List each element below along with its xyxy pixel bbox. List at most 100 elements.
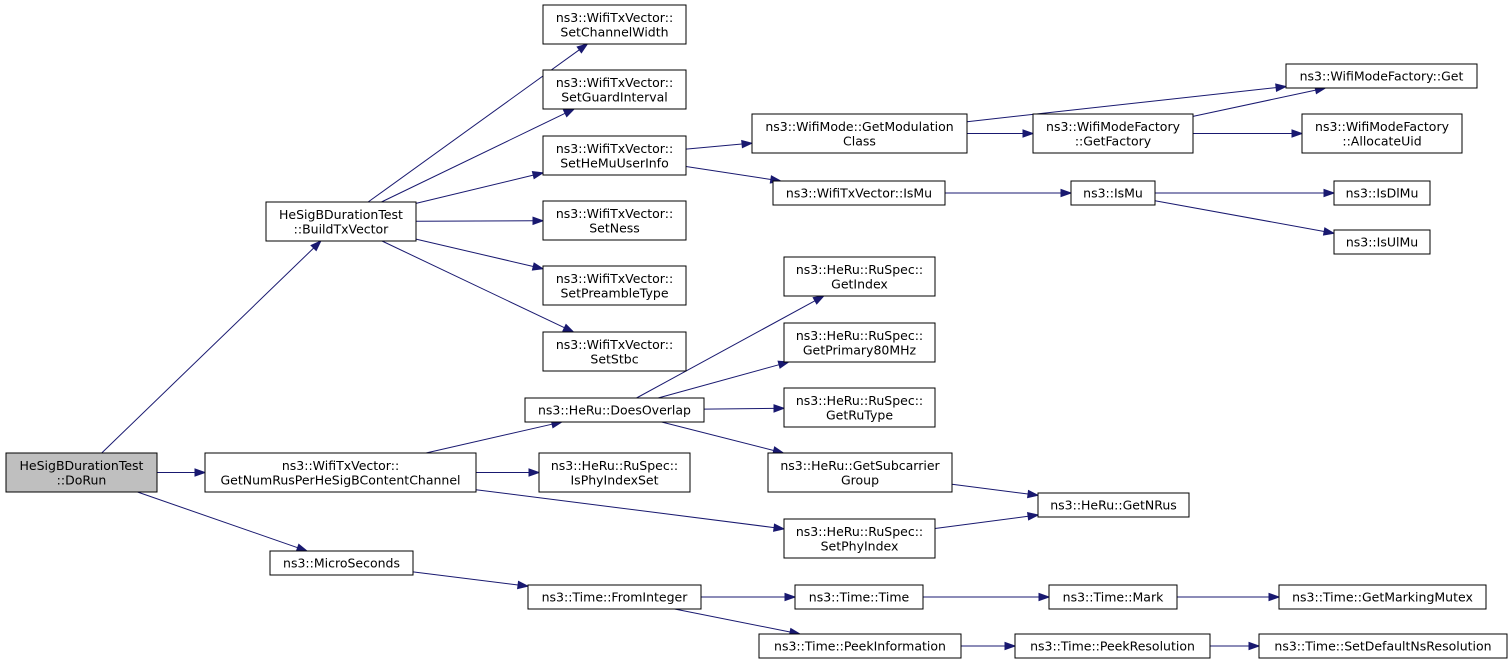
call-edge-ismu-to-isulmu (1154, 200, 1336, 236)
node-label-line: ns3::HeRu::RuSpec:: (796, 262, 923, 277)
call-edge-getfactory-to-factoryget (1192, 86, 1327, 117)
node-box (783, 387, 936, 428)
node-allocateuid[interactable]: ns3::WifiModeFactory::AllocateUid (1301, 113, 1463, 154)
node-box (542, 135, 687, 176)
node-label-line: ns3::WifiTxVector:: (556, 206, 673, 221)
node-getfactory[interactable]: ns3::WifiModeFactory::GetFactory (1032, 113, 1194, 154)
node-label-line: ns3::WifiTxVector:: (282, 458, 399, 473)
node-getindex[interactable]: ns3::HeRu::RuSpec::GetIndex (783, 256, 936, 297)
node-box (1070, 180, 1156, 206)
node-box (783, 518, 936, 559)
call-edge-buildtx-to-setness (415, 216, 545, 226)
node-label-line: ns3::HeRu::RuSpec:: (796, 328, 923, 343)
call-nodes: HeSigBDurationTest::DoRun HeSigBDurationT… (5, 4, 1508, 659)
node-box (1014, 633, 1211, 659)
node-label-line: ns3::WifiMode::GetModulation (765, 119, 953, 134)
node-label-line: SetNess (589, 220, 640, 235)
node-getnumrus[interactable]: ns3::WifiTxVector::GetNumRusPerHeSigBCon… (204, 452, 477, 493)
node-box (527, 584, 702, 610)
call-edge-ismu_vec-to-ismu (945, 188, 1073, 198)
node-label-line: HeSigBDurationTest (20, 458, 144, 473)
node-label-line: ns3::Time::Mark (1063, 590, 1164, 605)
call-edge-getfactory-to-allocateuid (1192, 129, 1304, 138)
node-timetime[interactable]: ns3::Time::Time (794, 584, 924, 610)
call-edge-doesoverlap-to-getprimary80 (657, 360, 791, 399)
call-edge-buildtx-to-setguardinterval (381, 108, 576, 203)
node-label-line: ns3::WifiTxVector::IsMu (786, 186, 932, 201)
node-ismu_vec[interactable]: ns3::WifiTxVector::IsMu (772, 180, 946, 206)
node-microseconds[interactable]: ns3::MicroSeconds (269, 550, 414, 576)
node-setphyindex[interactable]: ns3::HeRu::RuSpec::SetPhyIndex (783, 518, 936, 559)
node-mark[interactable]: ns3::Time::Mark (1048, 584, 1178, 610)
node-ismu[interactable]: ns3::IsMu (1070, 180, 1156, 206)
node-getprimary80[interactable]: ns3::HeRu::RuSpec::GetPrimary80MHz (783, 322, 936, 363)
node-setstbc[interactable]: ns3::WifiTxVector::SetStbc (542, 331, 687, 372)
node-getrutype[interactable]: ns3::HeRu::RuSpec::GetRuType (783, 387, 936, 428)
node-label-line: ::BuildTxVector (294, 221, 390, 236)
node-getnrus[interactable]: ns3::HeRu::GetNRus (1037, 492, 1190, 518)
call-edge-buildtx-to-setpreambletype (415, 238, 545, 271)
call-edge-mark-to-getmarkingmutex (1176, 592, 1281, 602)
node-label-line: GetPrimary80MHz (803, 342, 917, 357)
call-edge-getmodulationclass-to-factoryget (966, 83, 1288, 123)
node-label-line: SetStbc (590, 351, 638, 366)
call-edge-fromintegral-to-timetime (700, 592, 797, 602)
node-doesoverlap[interactable]: ns3::HeRu::DoesOverlap (524, 397, 705, 423)
node-box (542, 200, 687, 241)
node-box (1333, 229, 1431, 255)
node-label-line: ns3::HeRu::RuSpec:: (796, 393, 923, 408)
call-edge-doesoverlap-to-getrutype (703, 404, 786, 413)
call-edge-getsubcarrier-to-getnrus (951, 483, 1040, 499)
node-setdefaultns[interactable]: ns3::Time::SetDefaultNsResolution (1258, 633, 1508, 659)
node-box (1258, 633, 1508, 659)
node-label-line: ns3::Time::Time (809, 590, 910, 605)
node-isdlmu[interactable]: ns3::IsDlMu (1333, 180, 1431, 206)
call-edges (101, 43, 1336, 651)
node-box (5, 452, 158, 493)
node-label-line: SetPhyIndex (821, 538, 899, 553)
call-edge-buildtx-to-setchannelwidth (367, 43, 589, 203)
node-label-line: ::DoRun (57, 472, 107, 487)
node-getmarkingmutex[interactable]: ns3::Time::GetMarkingMutex (1278, 584, 1487, 610)
node-factoryget[interactable]: ns3::WifiModeFactory::Get (1285, 63, 1478, 89)
node-isulmu[interactable]: ns3::IsUlMu (1333, 229, 1431, 255)
node-fromintegral[interactable]: ns3::Time::FromInteger (527, 584, 702, 610)
node-box (1333, 180, 1431, 206)
node-buildtx[interactable]: HeSigBDurationTest::BuildTxVector (265, 201, 417, 242)
node-isphyindexset[interactable]: ns3::HeRu::RuSpec::IsPhyIndexSet (538, 452, 691, 493)
call-edge-microseconds-to-fromintegral (412, 571, 530, 590)
node-label-line: ns3::WifiTxVector:: (556, 141, 673, 156)
node-box (265, 201, 417, 242)
call-edge-doesoverlap-to-getsubcarrier (661, 421, 785, 455)
node-box (794, 584, 924, 610)
node-label-line: ns3::Time::PeekInformation (774, 639, 946, 654)
node-box (542, 4, 687, 45)
node-label-line: ns3::Time::PeekResolution (1030, 639, 1195, 654)
node-label-line: ns3::HeRu::GetNRus (1050, 498, 1177, 513)
node-peekinformation[interactable]: ns3::Time::PeekInformation (758, 633, 962, 659)
call-edge-peekresolution-to-setdefaultns (1210, 641, 1261, 651)
node-box (1032, 113, 1194, 154)
call-edge-ismu-to-isdlmu (1155, 188, 1336, 198)
node-sethemuuserinfo[interactable]: ns3::WifiTxVector::SetHeMuUserInfo (542, 135, 687, 176)
node-setchannelwidth[interactable]: ns3::WifiTxVector::SetChannelWidth (542, 4, 687, 45)
node-setguardinterval[interactable]: ns3::WifiTxVector::SetGuardInterval (542, 69, 687, 110)
node-box (542, 331, 687, 372)
node-label-line: ns3::WifiModeFactory::Get (1300, 69, 1464, 84)
node-label-line: ns3::WifiModeFactory (1315, 119, 1450, 134)
node-box (783, 322, 936, 363)
node-setness[interactable]: ns3::WifiTxVector::SetNess (542, 200, 687, 241)
node-label-line: IsPhyIndexSet (571, 472, 659, 487)
node-label-line: GetRuType (826, 407, 893, 422)
node-label-line: ns3::WifiTxVector:: (556, 271, 673, 286)
call-edge-fromintegral-to-peekinformation (674, 608, 802, 637)
call-edge-setphyindex-to-getnrus (934, 512, 1040, 529)
node-box (524, 397, 705, 423)
node-peekresolution[interactable]: ns3::Time::PeekResolution (1014, 633, 1211, 659)
call-edge-buildtx-to-sethemuuserinfo (415, 171, 545, 204)
node-box (269, 550, 414, 576)
node-setpreambletype[interactable]: ns3::WifiTxVector::SetPreambleType (542, 265, 687, 306)
